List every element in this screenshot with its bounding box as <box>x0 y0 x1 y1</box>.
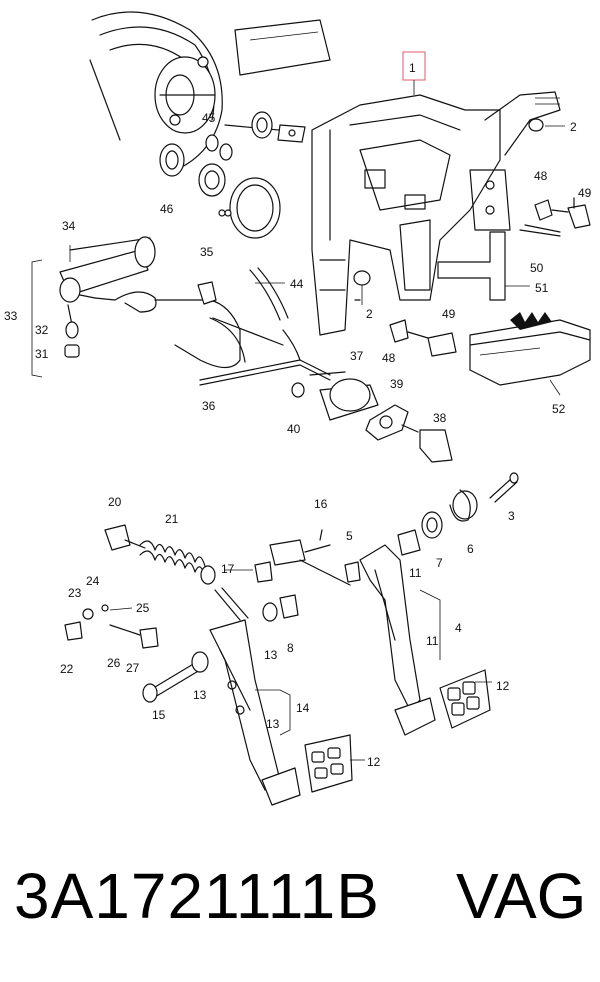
pedal-bracket <box>311 91 561 336</box>
callout-46: 46 <box>160 202 174 216</box>
callout-49a: 49 <box>578 186 592 200</box>
callout-5: 5 <box>346 529 353 543</box>
callout-48b: 48 <box>382 351 396 365</box>
callout-4: 4 <box>455 621 462 635</box>
part-number: 3A1721111B <box>14 860 380 932</box>
callout-25: 25 <box>136 601 150 615</box>
callout-1: 1 <box>409 61 416 75</box>
callout-2a: 2 <box>570 120 577 134</box>
callout-3: 3 <box>508 509 515 523</box>
clutch-pedal <box>344 544 491 736</box>
callout-14: 14 <box>296 701 310 715</box>
pivot-pin <box>142 594 299 703</box>
callout-44: 44 <box>290 277 304 291</box>
callout-11b: 11 <box>426 634 439 648</box>
small-switch-parts <box>64 604 159 649</box>
seal-rings <box>159 143 281 239</box>
brake-booster <box>89 11 331 169</box>
callout-20: 20 <box>108 495 122 509</box>
callout-21: 21 <box>165 512 179 526</box>
callout-52: 52 <box>552 402 566 416</box>
hose-clip <box>197 281 217 305</box>
callout-15: 15 <box>152 708 166 722</box>
pedal-assembly-diagram: 1 2 2 45 46 48 49 50 51 52 48 49 34 33 3… <box>4 11 592 806</box>
callout-13b: 13 <box>193 688 207 702</box>
grouping-brackets <box>31 259 441 736</box>
callout-12a: 12 <box>496 679 510 693</box>
callout-45: 45 <box>202 111 216 125</box>
callout-50: 50 <box>530 261 544 275</box>
callout-40: 40 <box>287 422 301 436</box>
callout-17: 17 <box>221 562 235 576</box>
switches-middle <box>389 319 457 357</box>
hydraulic-lines <box>94 267 331 386</box>
brand-label: VAG <box>456 860 587 932</box>
callout-22: 22 <box>60 662 74 676</box>
callout-32: 32 <box>35 323 49 337</box>
callout-31: 31 <box>35 347 49 361</box>
callout-33: 33 <box>4 309 18 323</box>
callout-24: 24 <box>86 574 100 588</box>
push-rod <box>205 111 306 161</box>
slave-cylinder <box>291 371 419 441</box>
clip <box>419 429 453 463</box>
callout-23: 23 <box>68 586 82 600</box>
callout-36: 36 <box>202 399 216 413</box>
callout-38: 38 <box>433 411 447 425</box>
callout-39: 39 <box>390 377 404 391</box>
callout-11a: 11 <box>409 566 422 580</box>
callout-26: 26 <box>107 656 121 670</box>
callout-13a: 13 <box>264 648 278 662</box>
callout-34: 34 <box>62 219 76 233</box>
pivot-components <box>397 472 519 556</box>
callout-16: 16 <box>314 497 328 511</box>
callout-13c: 13 <box>266 717 280 731</box>
brake-pedal <box>209 587 353 806</box>
assist-spring <box>104 524 216 585</box>
callout-35: 35 <box>200 245 214 259</box>
callout-49b: 49 <box>442 307 456 321</box>
callout-27: 27 <box>126 661 140 675</box>
leader-lines <box>69 125 565 761</box>
callout-12b: 12 <box>367 755 381 769</box>
callout-51: 51 <box>535 281 549 295</box>
callout-2b: 2 <box>366 307 373 321</box>
callout-37: 37 <box>350 349 364 363</box>
pushrod-clevis <box>254 529 351 586</box>
callout-6: 6 <box>467 542 474 556</box>
callout-8: 8 <box>287 641 294 655</box>
callout-48a: 48 <box>534 169 548 183</box>
right-brackets <box>437 224 591 386</box>
switches-upper <box>534 197 591 229</box>
callout-7: 7 <box>436 556 443 570</box>
clutch-master-cylinder <box>59 236 156 358</box>
